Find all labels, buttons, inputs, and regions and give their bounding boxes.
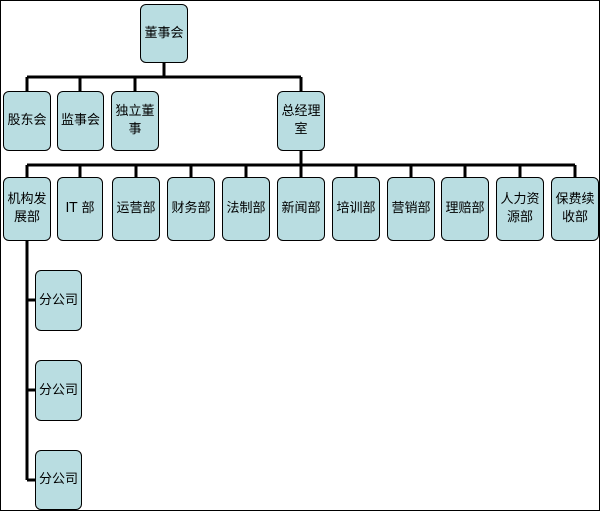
institution-development-dept-box: 机构发展部 [3,177,51,241]
premium-renewal-dept-box: 保费续收部 [551,177,599,241]
independent-directors-box: 独立董事 [111,91,159,151]
branch-office-box: 分公司 [35,360,82,421]
operations-dept-box: 运营部 [112,177,160,241]
claims-dept-box: 理赔部 [441,177,489,241]
news-dept-box: 新闻部 [277,177,325,241]
general-manager-office-box: 总经理室 [277,91,325,151]
it-dept-box: IT 部 [57,177,103,241]
board-of-directors-box: 董事会 [140,4,188,63]
human-resources-dept-box: 人力资源部 [496,177,544,241]
branch-office-box: 分公司 [35,450,82,510]
marketing-dept-box: 营销部 [387,177,435,241]
training-dept-box: 培训部 [332,177,380,241]
legal-dept-box: 法制部 [222,177,270,241]
branch-office-box: 分公司 [35,270,82,331]
shareholders-meeting-box: 股东会 [3,91,51,151]
supervisory-board-box: 监事会 [57,91,104,151]
finance-dept-box: 财务部 [167,177,215,241]
